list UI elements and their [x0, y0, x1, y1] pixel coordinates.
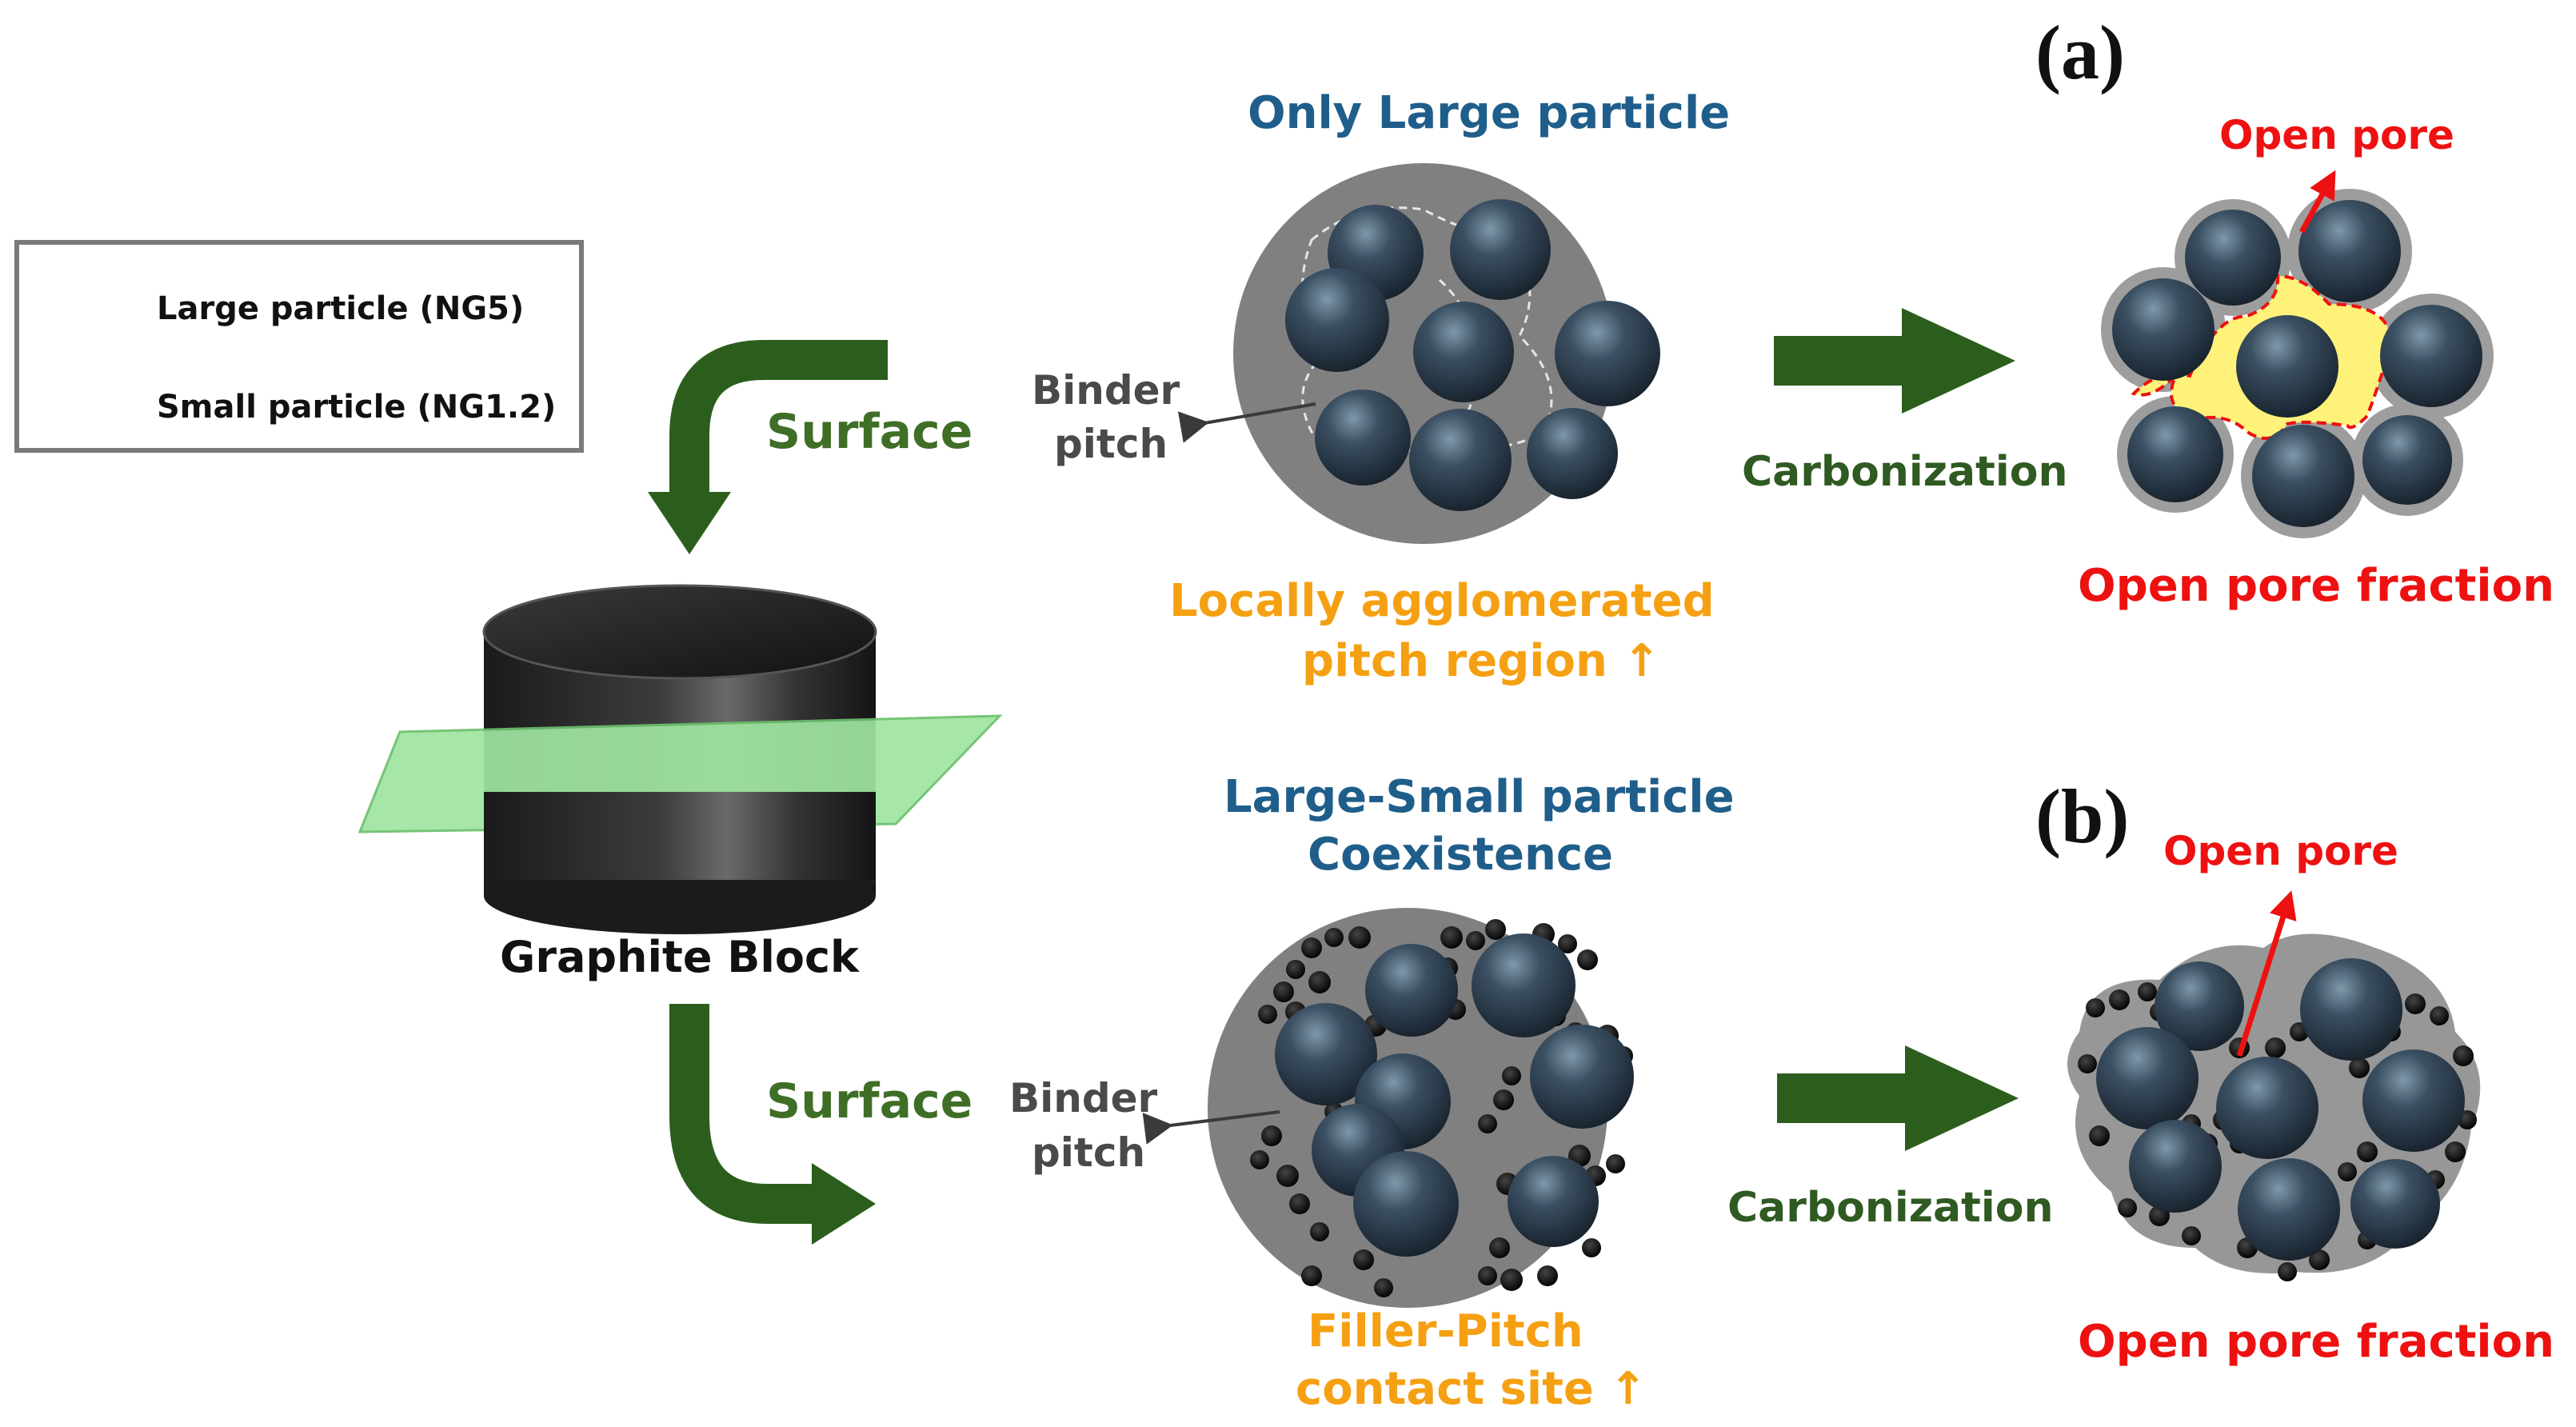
panel-a-pore-label: Open pore — [2219, 112, 2454, 158]
right-arrow-icon — [1777, 1045, 2019, 1151]
panel-a-binder-line1: Binder — [1032, 367, 1180, 414]
panel-a-title: Only Large particle — [1248, 87, 1731, 139]
legend-large-label: Large particle (NG5) — [157, 290, 525, 327]
carbonized-cluster-b — [2067, 933, 2481, 1281]
panel-b-binder-line1: Binder — [1009, 1075, 1158, 1121]
legend-small-label: Small particle (NG1.2) — [157, 389, 557, 426]
legend: Large particle (NG5) Small particle (NG1… — [14, 240, 584, 453]
binder-pointer-a — [1177, 402, 1316, 443]
panel-a-binder-line2: pitch — [1054, 421, 1168, 467]
graphite-block-icon — [357, 584, 1003, 934]
panel-b-binder-line2: pitch — [1032, 1129, 1146, 1176]
panel-a-process: Carbonization — [1742, 448, 2068, 496]
panel-a-bottom-line2: pitch region ↑ — [1302, 635, 1661, 687]
pore-arrow-icon — [2236, 890, 2297, 1057]
pore-arrow-icon — [2298, 170, 2336, 234]
binder-pointer-b — [1142, 1110, 1280, 1145]
graphite-block-label: Graphite Block — [500, 932, 859, 982]
panel-b-letter: (b) — [2035, 773, 2130, 859]
particle-composite-a — [1233, 163, 1660, 544]
particle-composite-b — [1208, 908, 1634, 1308]
curved-arrow-icon — [669, 1004, 876, 1245]
panel-b-title-line1: Large-Small particle — [1224, 771, 1735, 823]
panel-b-bottom-line1: Filler-Pitch — [1308, 1305, 1584, 1357]
panel-b-pore-label: Open pore — [2163, 828, 2398, 874]
panel-b-bottom-line2: contact site ↑ — [1296, 1363, 1647, 1415]
carbonized-cluster-a — [2101, 189, 2494, 538]
panel-b-process: Carbonization — [1727, 1184, 2054, 1232]
right-arrow-icon — [1774, 308, 2015, 414]
panel-b-fraction: Open pore fraction ↓ — [2078, 1316, 2576, 1368]
panel-a-letter: (a) — [2035, 10, 2125, 95]
panel-a-fraction: Open pore fraction ↑ — [2078, 560, 2576, 612]
surface-label-top: Surface — [766, 404, 973, 460]
panel-a-bottom-line1: Locally agglomerated — [1169, 575, 1715, 627]
surface-label-bottom: Surface — [766, 1073, 973, 1129]
panel-b-title-line2: Coexistence — [1308, 829, 1613, 881]
curved-arrow-icon — [648, 340, 888, 554]
